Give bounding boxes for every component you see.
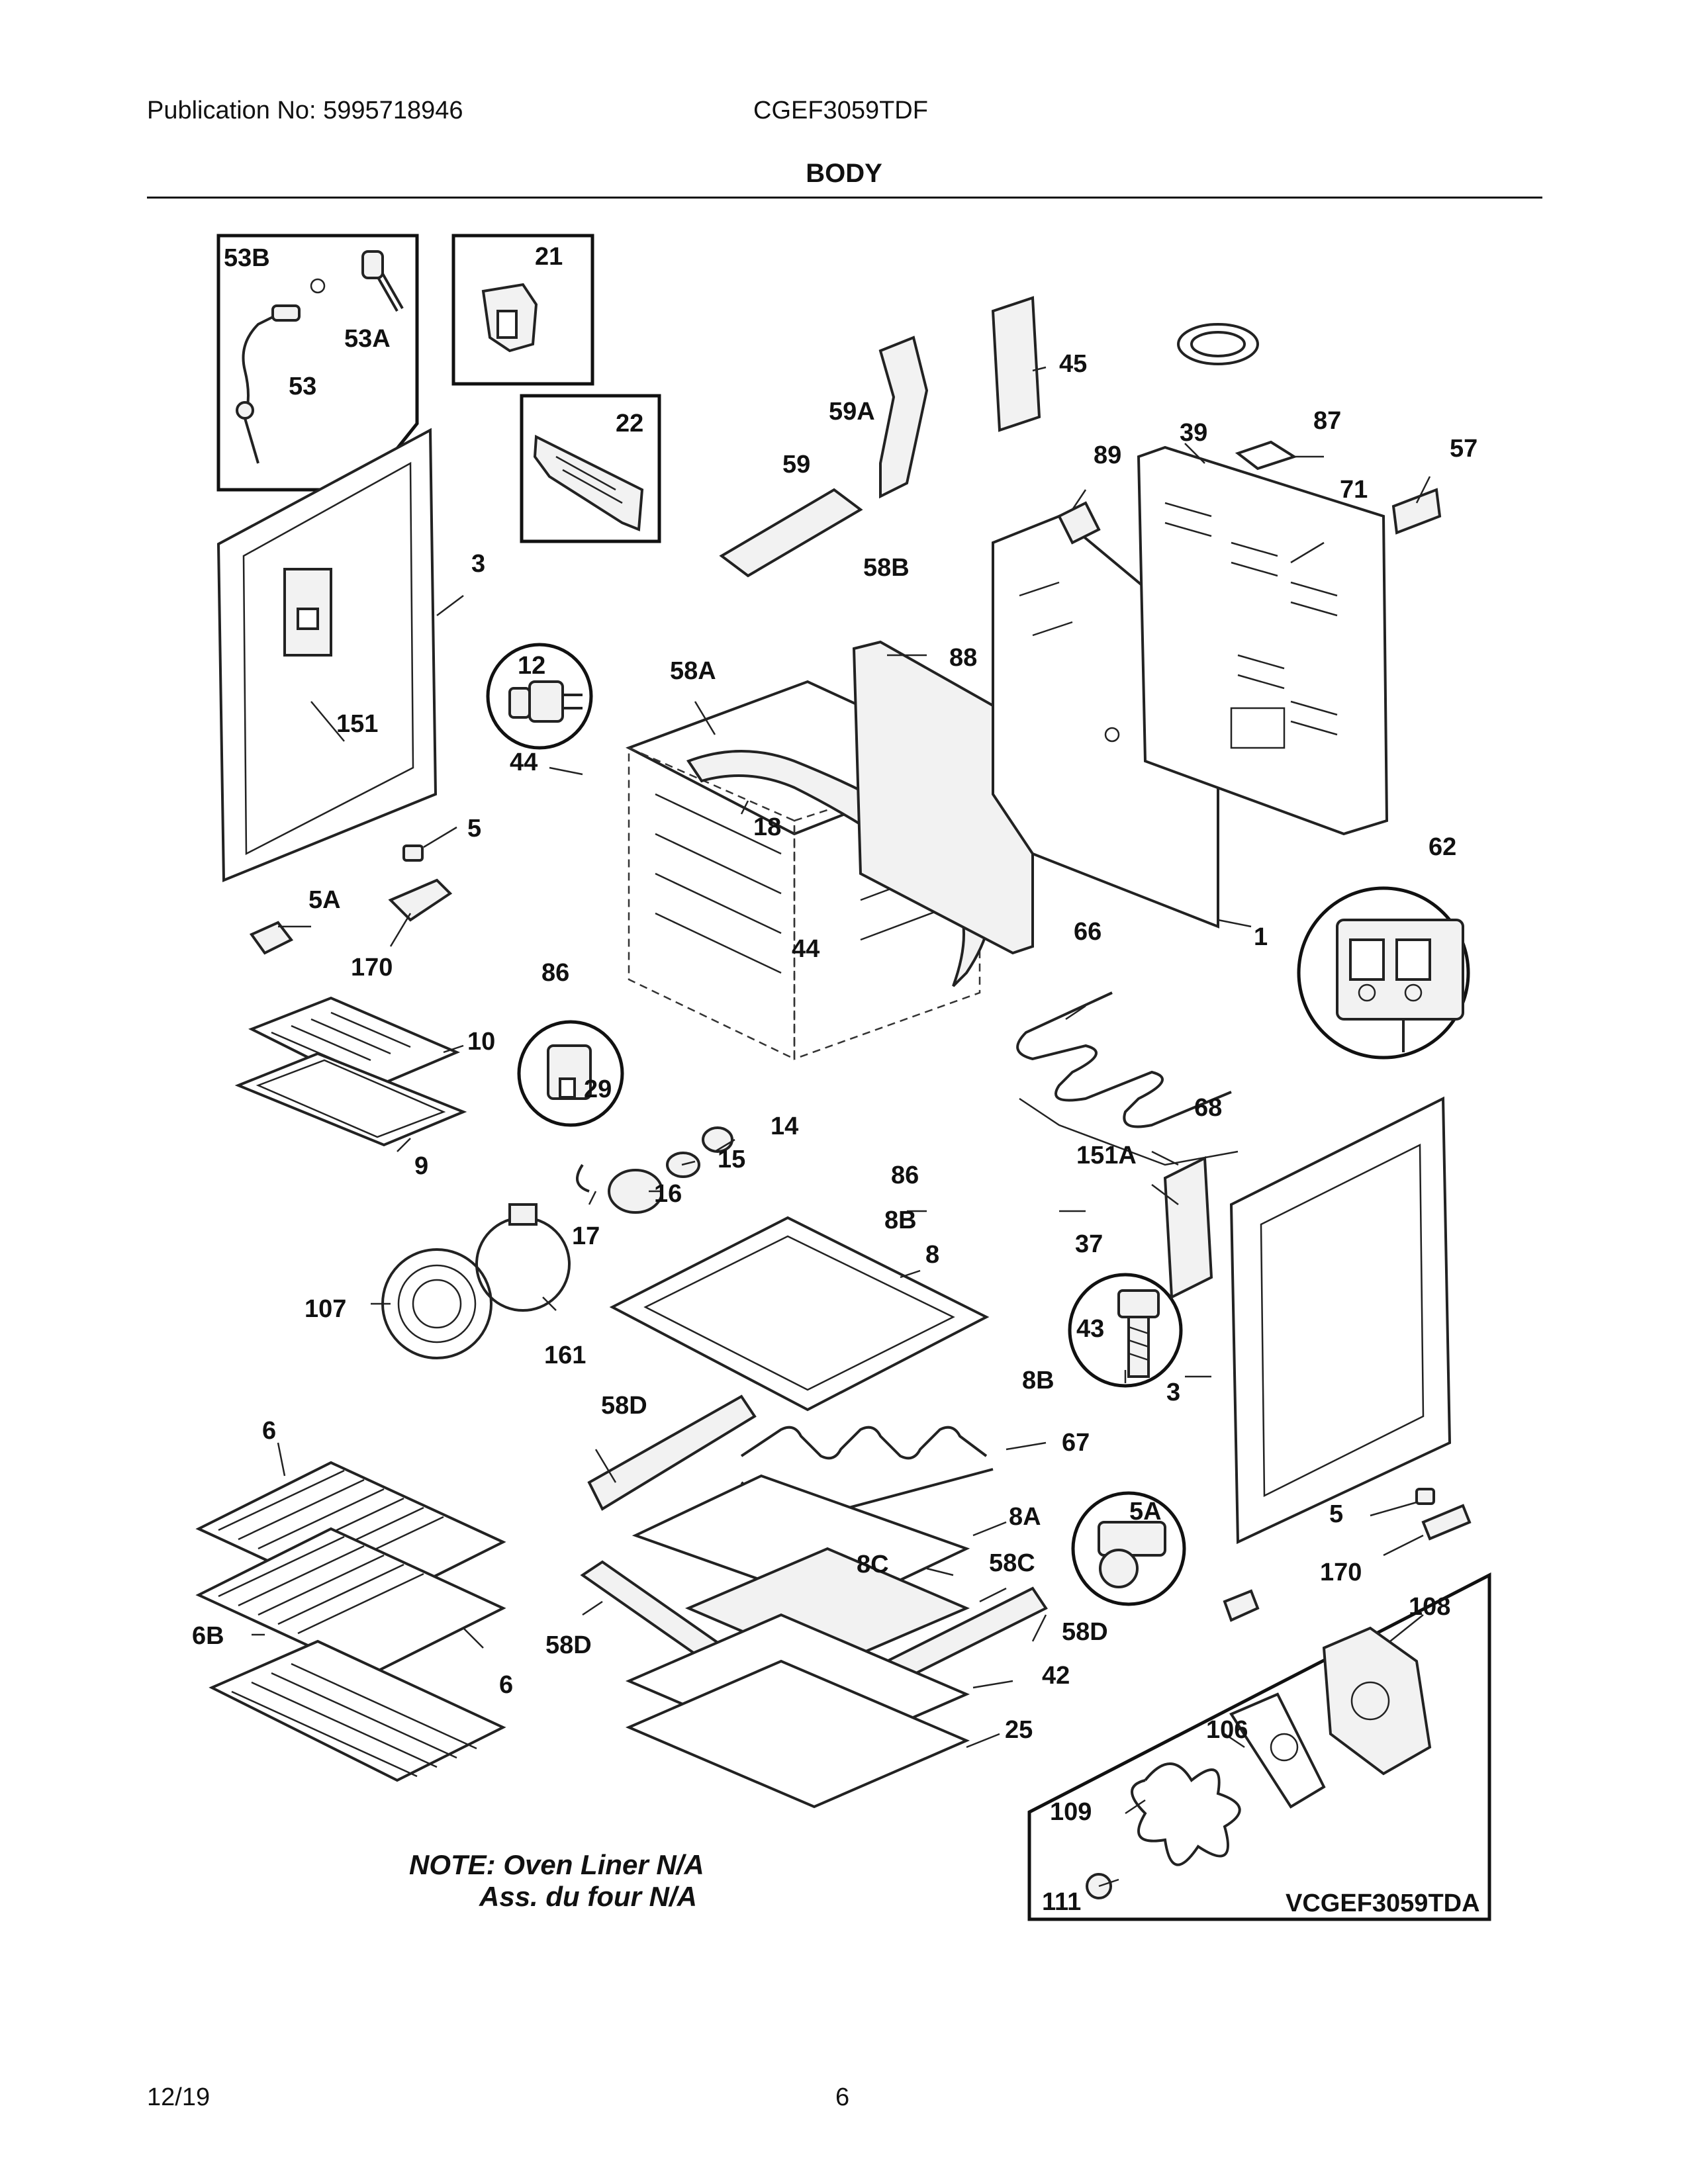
part-label: 21 bbox=[535, 243, 563, 271]
footer-date: 12/19 bbox=[147, 2083, 211, 2111]
part-label: 53A bbox=[344, 325, 391, 353]
oven-racks bbox=[195, 1461, 506, 1782]
part-label: 86 bbox=[891, 1161, 919, 1189]
part-label: 8B bbox=[1022, 1367, 1055, 1394]
part-label: 14 bbox=[771, 1113, 798, 1140]
part-label: 3 bbox=[471, 550, 485, 578]
right-side-panel bbox=[1163, 1096, 1452, 1545]
part-label: 29 bbox=[584, 1075, 612, 1103]
note-line-1: NOTE: Oven Liner N/A bbox=[409, 1849, 704, 1880]
part-label: 107 bbox=[305, 1295, 346, 1323]
part-label: 8A bbox=[1009, 1503, 1041, 1531]
page-title: BODY bbox=[806, 159, 882, 188]
model-number: CGEF3059TDF bbox=[753, 97, 928, 124]
part-label: 88 bbox=[949, 644, 977, 672]
inset-box-probe bbox=[216, 234, 419, 492]
inset-circle-62 bbox=[1297, 886, 1470, 1060]
bake-element bbox=[1016, 991, 1239, 1166]
note-line-2: Ass. du four N/A bbox=[479, 1881, 697, 1912]
publication-number: Publication No: 5995718946 bbox=[147, 97, 463, 124]
part-label: 25 bbox=[1005, 1716, 1033, 1744]
part-label: 45 bbox=[1059, 350, 1087, 378]
part-label: 67 bbox=[1062, 1429, 1090, 1457]
inset-circle-43 bbox=[1068, 1273, 1183, 1388]
part-label: 42 bbox=[1042, 1662, 1070, 1690]
part-label: 6 bbox=[262, 1417, 276, 1445]
part-label: 9 bbox=[414, 1152, 428, 1180]
left-side-panel bbox=[216, 428, 438, 882]
part-label: 89 bbox=[1094, 441, 1121, 469]
convection-fan-cover bbox=[381, 1203, 571, 1359]
part-label: 44 bbox=[510, 749, 538, 776]
part-label: 59A bbox=[829, 398, 875, 426]
part-label: 106 bbox=[1206, 1716, 1248, 1744]
lower-oven-parts bbox=[580, 1394, 1048, 1809]
inset-circle-29 bbox=[517, 1020, 624, 1127]
part-label: 170 bbox=[351, 954, 393, 981]
part-label: 43 bbox=[1076, 1315, 1104, 1343]
inset-box-21 bbox=[451, 234, 594, 386]
part-label: 58B bbox=[863, 554, 910, 582]
part-label: 59 bbox=[782, 451, 810, 478]
part-label: 58A bbox=[670, 657, 716, 685]
inset-circle-12 bbox=[486, 643, 593, 750]
part-label: 68 bbox=[1194, 1094, 1222, 1122]
part-label: 53 bbox=[289, 373, 316, 400]
leader-lines bbox=[252, 366, 1431, 1888]
part-label: 62 bbox=[1429, 833, 1456, 861]
part-label: 10 bbox=[467, 1028, 495, 1056]
insulation-blanket bbox=[686, 640, 1034, 987]
part-label: 3 bbox=[1166, 1379, 1180, 1406]
part-label: 22 bbox=[616, 410, 643, 437]
part-label: 5 bbox=[467, 815, 481, 842]
part-label: 37 bbox=[1075, 1230, 1103, 1258]
part-label: 161 bbox=[544, 1342, 586, 1369]
inset-circle-5A bbox=[1071, 1491, 1186, 1606]
part-label: 8 bbox=[925, 1241, 939, 1269]
part-label: 39 bbox=[1180, 419, 1207, 447]
right-hinge-parts bbox=[1223, 1488, 1472, 1622]
part-label: 57 bbox=[1450, 435, 1477, 463]
part-label: 58D bbox=[545, 1631, 592, 1659]
part-label: 66 bbox=[1074, 918, 1102, 946]
broil-pan bbox=[234, 996, 467, 1147]
part-label: 87 bbox=[1313, 407, 1341, 435]
part-labels: 53B 21 53A 53 22 3 151 12 44 5 5A 170 10… bbox=[192, 243, 1477, 1916]
part-label: 16 bbox=[654, 1180, 682, 1208]
part-label: 6 bbox=[499, 1671, 513, 1699]
part-label: 109 bbox=[1050, 1798, 1092, 1826]
left-hinge-parts bbox=[249, 844, 453, 955]
part-label: 18 bbox=[753, 813, 781, 841]
part-label: 151 bbox=[336, 710, 378, 738]
part-label: 108 bbox=[1409, 1593, 1450, 1621]
part-label: 53B bbox=[224, 244, 270, 272]
part-label: 6B bbox=[192, 1622, 224, 1650]
part-label: 58D bbox=[601, 1392, 647, 1420]
rear-cover bbox=[1137, 445, 1389, 836]
page-number: 6 bbox=[835, 2083, 850, 2111]
inset-box-22 bbox=[520, 394, 661, 543]
oven-bottom bbox=[609, 1216, 990, 1412]
part-label: 170 bbox=[1320, 1559, 1362, 1586]
part-label: 86 bbox=[541, 959, 569, 987]
part-label: 58C bbox=[989, 1549, 1035, 1577]
part-label: 44 bbox=[792, 935, 820, 963]
part-label: 71 bbox=[1340, 476, 1368, 504]
part-label: 151A bbox=[1076, 1142, 1137, 1169]
part-label: 5A bbox=[1129, 1498, 1162, 1525]
part-label: 5 bbox=[1329, 1500, 1343, 1528]
part-label: 58D bbox=[1062, 1618, 1108, 1646]
part-label: 1 bbox=[1254, 923, 1268, 951]
part-label: 111 bbox=[1042, 1888, 1081, 1916]
inset-model-label: VCGEF3059TDA bbox=[1286, 1889, 1480, 1917]
part-label: 8C bbox=[857, 1551, 889, 1578]
part-label: 15 bbox=[718, 1146, 745, 1173]
header-rule bbox=[147, 197, 1542, 199]
convection-fan-assembly bbox=[1086, 1626, 1432, 1899]
part-label: 12 bbox=[518, 652, 545, 680]
part-label: 5A bbox=[308, 886, 341, 914]
part-label: 8B bbox=[884, 1206, 917, 1234]
part-label: 17 bbox=[572, 1222, 600, 1250]
